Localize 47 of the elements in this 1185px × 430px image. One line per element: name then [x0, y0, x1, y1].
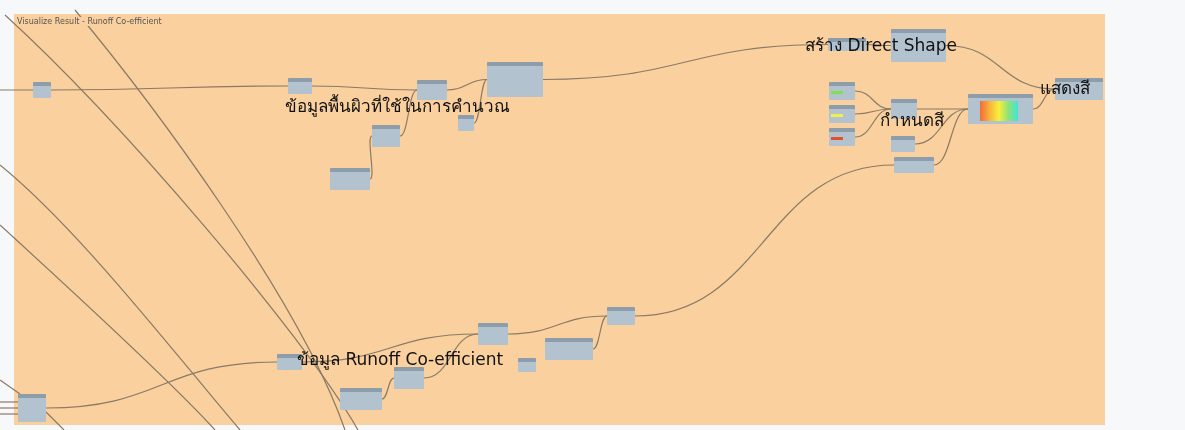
node-box	[372, 125, 400, 147]
node-box	[330, 168, 370, 190]
wire	[301, 333, 479, 363]
wire	[933, 108, 969, 166]
wire	[0, 407, 19, 409]
node-box	[545, 338, 593, 360]
wire	[914, 108, 969, 145]
node-box	[891, 136, 915, 152]
wire	[0, 401, 19, 403]
wire	[542, 43, 829, 81]
group-note: สร้าง Direct Shape	[805, 34, 957, 57]
node-box	[894, 157, 934, 173]
wire	[446, 78, 488, 91]
node-box	[33, 82, 51, 98]
node-box	[607, 307, 635, 325]
node-box	[18, 394, 46, 422]
node-box	[829, 128, 855, 146]
wire	[423, 333, 479, 379]
node-box	[340, 388, 382, 410]
node-box	[518, 358, 536, 372]
group-note: แสดงสี	[1040, 77, 1090, 100]
node-box	[968, 94, 1033, 124]
wire	[381, 377, 395, 400]
wire	[0, 413, 19, 415]
wire	[0, 89, 34, 91]
wire	[854, 90, 892, 110]
group-title: Visualize Result - Runoff Co-efficient	[17, 17, 162, 26]
wire	[50, 85, 289, 91]
wire	[473, 78, 488, 124]
wire	[916, 108, 969, 110]
group-note: กำหนดสี	[880, 109, 944, 132]
node-box	[394, 367, 424, 389]
wire	[311, 85, 418, 91]
wire	[592, 315, 608, 350]
node-box	[829, 105, 855, 123]
wire	[507, 315, 608, 335]
wire	[399, 89, 418, 137]
node-box	[829, 82, 855, 100]
wire	[854, 108, 892, 138]
wire	[634, 164, 895, 317]
node-box	[288, 78, 312, 94]
wire	[45, 361, 278, 409]
node-box	[478, 323, 508, 345]
group-note: ข้อมูลพื้นผิวที่ใช้ในการคำนวณ	[285, 93, 510, 119]
wire	[369, 135, 373, 180]
node-box	[458, 115, 474, 131]
group-note: ข้อมูล Runoff Co-efficient	[297, 348, 504, 372]
